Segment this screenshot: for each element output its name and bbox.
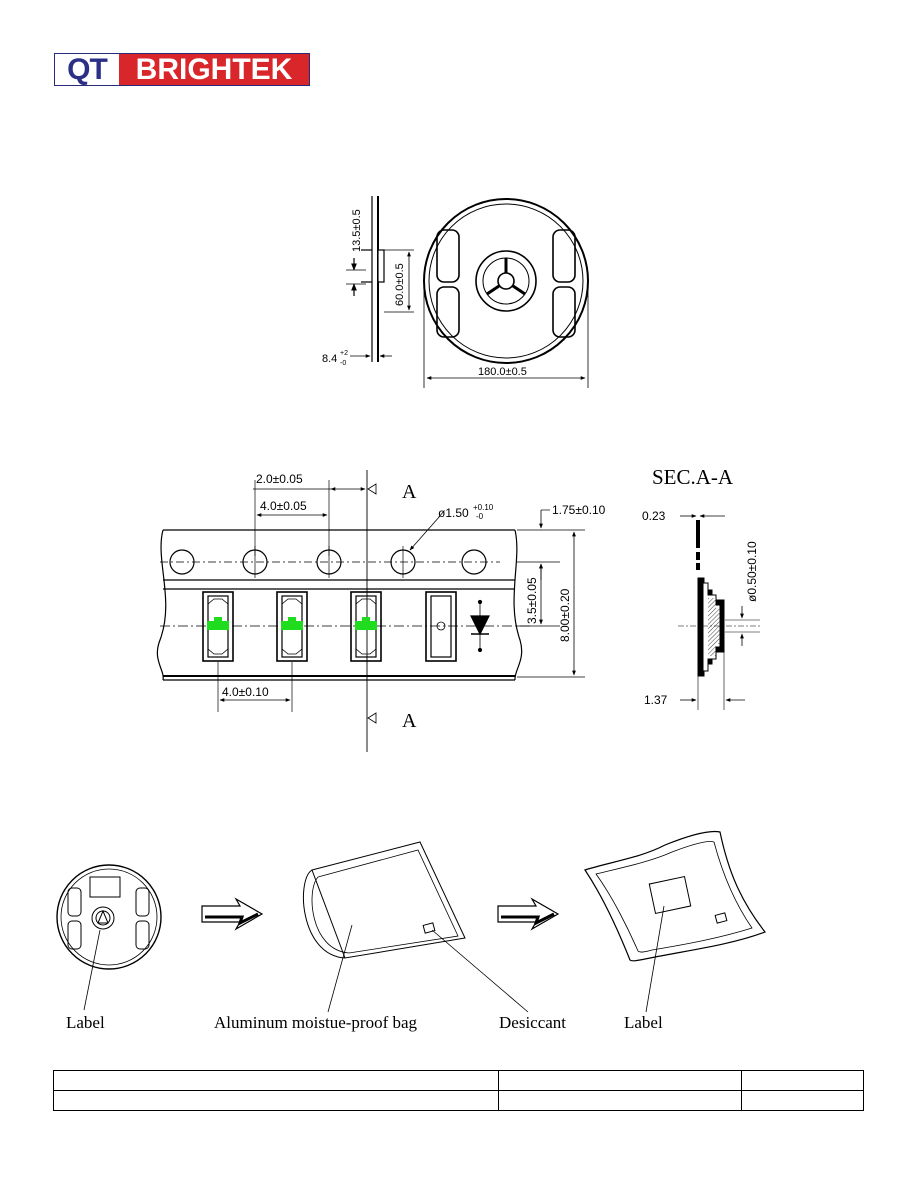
- reel-hub-width-dim: 13.5±0.5: [351, 209, 363, 252]
- table-cell: [741, 1070, 864, 1091]
- reel-drawing: [346, 196, 589, 388]
- bag-caption: Aluminum moistue-proof bag: [214, 1013, 418, 1032]
- table-cell: [53, 1090, 499, 1111]
- moisture-bag-drawing: [302, 841, 529, 1013]
- section-marker-bottom: A: [402, 710, 417, 732]
- section-depth-dim: 1.37: [644, 693, 668, 707]
- process-arrow-icon: [201, 897, 264, 931]
- desiccant-caption: Desiccant: [499, 1013, 567, 1032]
- tape-edge-dim: 1.75±0.10: [552, 503, 606, 517]
- led-chip: [207, 621, 229, 630]
- logo-text-brightek: BRIGHTEK: [119, 54, 309, 85]
- led-chip-tab: [288, 617, 296, 621]
- process-arrow-icon: [497, 897, 560, 931]
- table-cell: [498, 1090, 742, 1111]
- carrier-tape-drawing: [156, 470, 585, 752]
- table-cell: [53, 1070, 499, 1091]
- tape-center-dim: 3.5±0.05: [525, 577, 539, 624]
- tape-width-dim: 8.00±0.20: [558, 588, 572, 642]
- led-chip: [355, 621, 377, 630]
- table-row: [53, 1070, 864, 1091]
- packed-reel-drawing: [56, 864, 162, 1011]
- tape-hole-pitch-dim: 4.0±0.05: [260, 499, 307, 513]
- section-marker-top: A: [402, 481, 417, 503]
- tape-hole-dia-dim: ø1.50: [438, 506, 469, 520]
- reel-tape-width-dim: 8.4: [322, 353, 337, 365]
- footer-table: [53, 1070, 864, 1111]
- section-thickness-dim: 0.23: [642, 509, 666, 523]
- section-title: SEC.A-A: [652, 465, 734, 489]
- reel-tape-width-plus: +2: [340, 350, 348, 357]
- section-a-a-drawing: [678, 514, 760, 710]
- tape-hole-dia-minus: -0: [476, 512, 484, 521]
- reel-dia-dim: 180.0±0.5: [478, 366, 527, 378]
- table-row: [53, 1090, 864, 1111]
- tape-component-pitch-dim: 4.0±0.10: [222, 685, 269, 699]
- table-cell: [741, 1090, 864, 1111]
- led-chip: [281, 621, 303, 630]
- sealed-bag-drawing: [584, 830, 766, 1013]
- label-caption-left: Label: [66, 1013, 105, 1032]
- reel-hub-dia-dim: 60.0±0.5: [394, 263, 406, 306]
- tape-pitch-small-dim: 2.0±0.05: [256, 472, 303, 486]
- tape-hole-dia-plus: +0.10: [473, 503, 494, 512]
- section-hole-dim: ø0.50±0.10: [745, 541, 759, 602]
- led-chip-tab: [214, 617, 222, 621]
- table-cell: [498, 1070, 742, 1091]
- label-caption-right: Label: [624, 1013, 663, 1032]
- brand-logo: QT BRIGHTEK: [54, 53, 310, 86]
- led-chip-tab: [362, 617, 370, 621]
- led-components: [207, 617, 377, 630]
- logo-text-qt: QT: [55, 54, 119, 85]
- reel-tape-width-minus: -0: [340, 360, 346, 367]
